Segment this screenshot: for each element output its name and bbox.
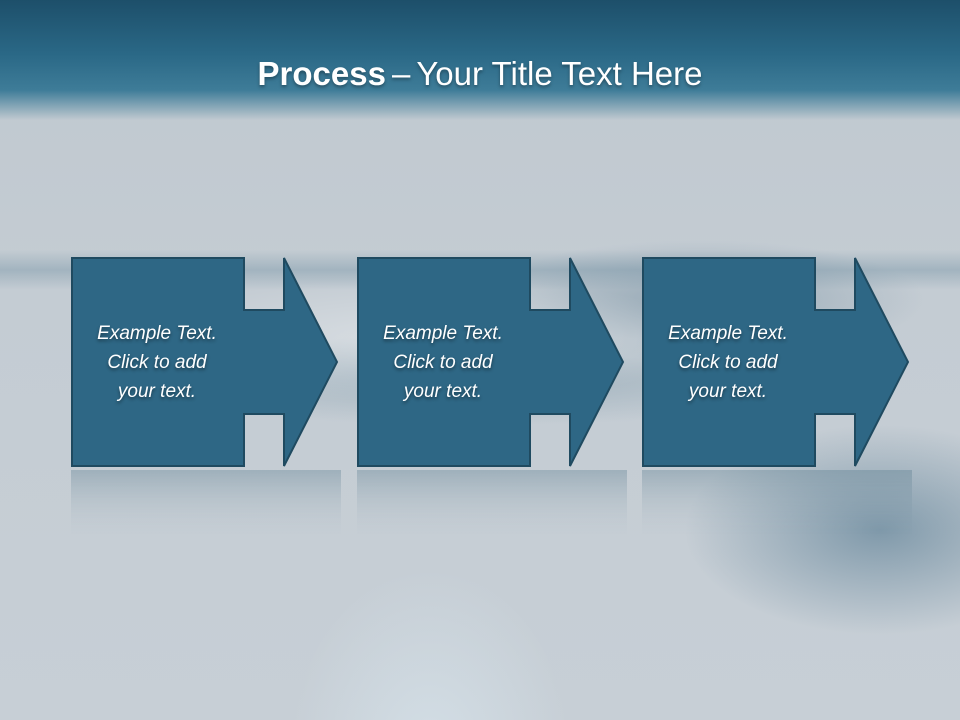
step-1-line-1: Example Text. — [97, 322, 217, 344]
title-dash: – — [391, 55, 411, 92]
title-bar — [0, 0, 960, 120]
title-rest: Your Title Text Here — [416, 55, 703, 92]
step-3-line-1: Example Text. — [668, 322, 788, 344]
step-3-reflection — [642, 470, 912, 540]
step-2-reflection — [357, 470, 627, 540]
step-1-reflection — [71, 470, 341, 540]
step-2-line-1: Example Text. — [383, 322, 503, 344]
step-2-line-2: Click to add — [393, 351, 493, 373]
step-1-arrow-box — [71, 257, 339, 467]
step-1-text[interactable]: Example Text. Click to add your text. — [71, 257, 243, 467]
step-2-arrow-box — [357, 257, 625, 467]
step-3-text[interactable]: Example Text. Click to add your text. — [642, 257, 814, 467]
step-3-arrow-box — [642, 257, 910, 467]
step-1-line-3: your text. — [117, 380, 197, 402]
process-step-1[interactable]: Example Text. Click to add your text. — [71, 257, 341, 467]
step-1-line-2: Click to add — [107, 351, 207, 373]
slide-title[interactable]: Process–Your Title Text Here — [0, 52, 960, 96]
process-step-2[interactable]: Example Text. Click to add your text. — [357, 257, 627, 467]
step-2-text[interactable]: Example Text. Click to add your text. — [357, 257, 529, 467]
step-2-line-3: your text. — [403, 380, 483, 402]
process-step-3[interactable]: Example Text. Click to add your text. — [642, 257, 912, 467]
step-3-line-2: Click to add — [678, 351, 778, 373]
title-bold: Process — [257, 55, 386, 92]
step-3-line-3: your text. — [688, 380, 768, 402]
